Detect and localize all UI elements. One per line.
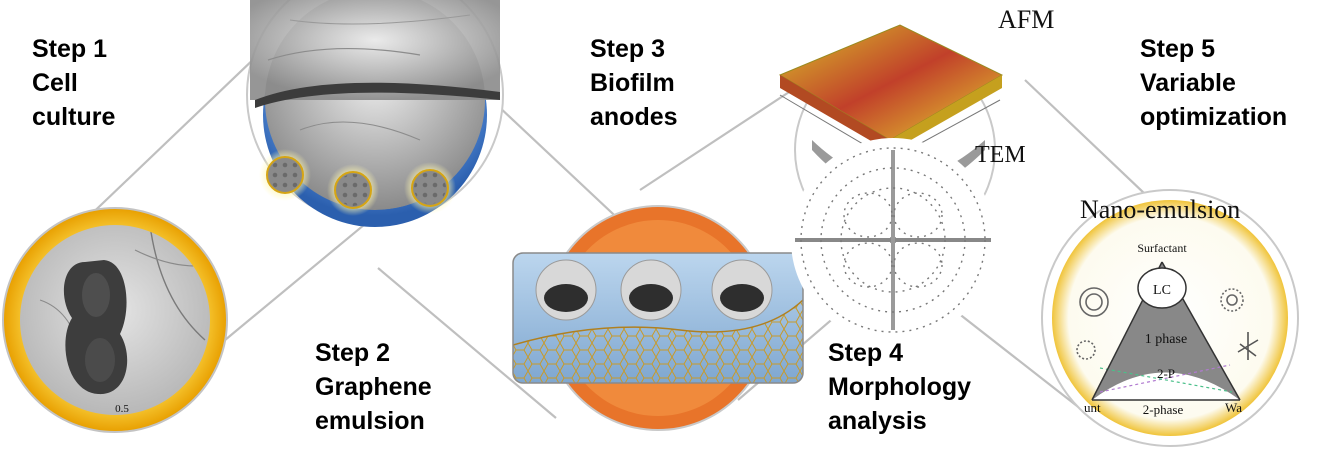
phase-lc-label: LC: [1153, 283, 1171, 298]
step-4-title: Step 4: [828, 339, 904, 367]
step-4-label: Step 4 Morphology analysis: [828, 336, 971, 438]
cell-tem-image: 0.5: [2, 207, 228, 433]
step-3-label: Step 3 Biofilm anodes: [590, 32, 678, 134]
step-1-line-3: culture: [32, 103, 116, 131]
nanoparticles: [259, 149, 456, 216]
tem-label: TEM: [975, 142, 1026, 168]
step-2-line-2: Graphene: [315, 373, 432, 401]
step-3-line-3: anodes: [590, 103, 678, 131]
step-2-line-3: emulsion: [315, 407, 425, 435]
afm-label: AFM: [998, 5, 1054, 34]
phase-left-label: unt: [1084, 400, 1101, 415]
phase-right-label: Wa: [1225, 400, 1242, 415]
step-5-label: Step 5 Variable optimization: [1140, 32, 1287, 134]
step-1-title: Step 1: [32, 35, 108, 63]
step-4-line-3: analysis: [828, 407, 927, 435]
phase-diagram: [1041, 189, 1299, 447]
step-4-line-2: Morphology: [828, 373, 972, 401]
micelle-icons: [1076, 287, 1259, 360]
step-2-title: Step 2: [315, 339, 391, 367]
scale-bar-label: 0.5: [115, 403, 129, 415]
phase-two-p-label: 2-P: [1157, 366, 1175, 381]
step-2-label: Step 2 Graphene emulsion: [315, 336, 432, 438]
phase-surfactant-label: Surfactant: [1137, 241, 1187, 255]
phase-two-phase-label: 2-phase: [1143, 402, 1184, 417]
step-1-line-2: Cell: [32, 69, 78, 97]
step-1-label: Step 1 Cell culture: [32, 32, 115, 134]
nano-emulsion-title: Nano-emulsion: [1080, 195, 1240, 224]
phase-one-phase-label: 1 phase: [1145, 332, 1187, 347]
step-3-title: Step 3: [590, 35, 666, 63]
step-5-title: Step 5: [1140, 35, 1216, 63]
step-3-line-2: Biofilm: [590, 69, 675, 97]
biofilm-anode-image: [512, 205, 804, 431]
step-5-line-2: Variable: [1140, 69, 1236, 97]
step-5-line-3: optimization: [1140, 103, 1288, 131]
tem-diffraction-pattern: [791, 138, 995, 342]
